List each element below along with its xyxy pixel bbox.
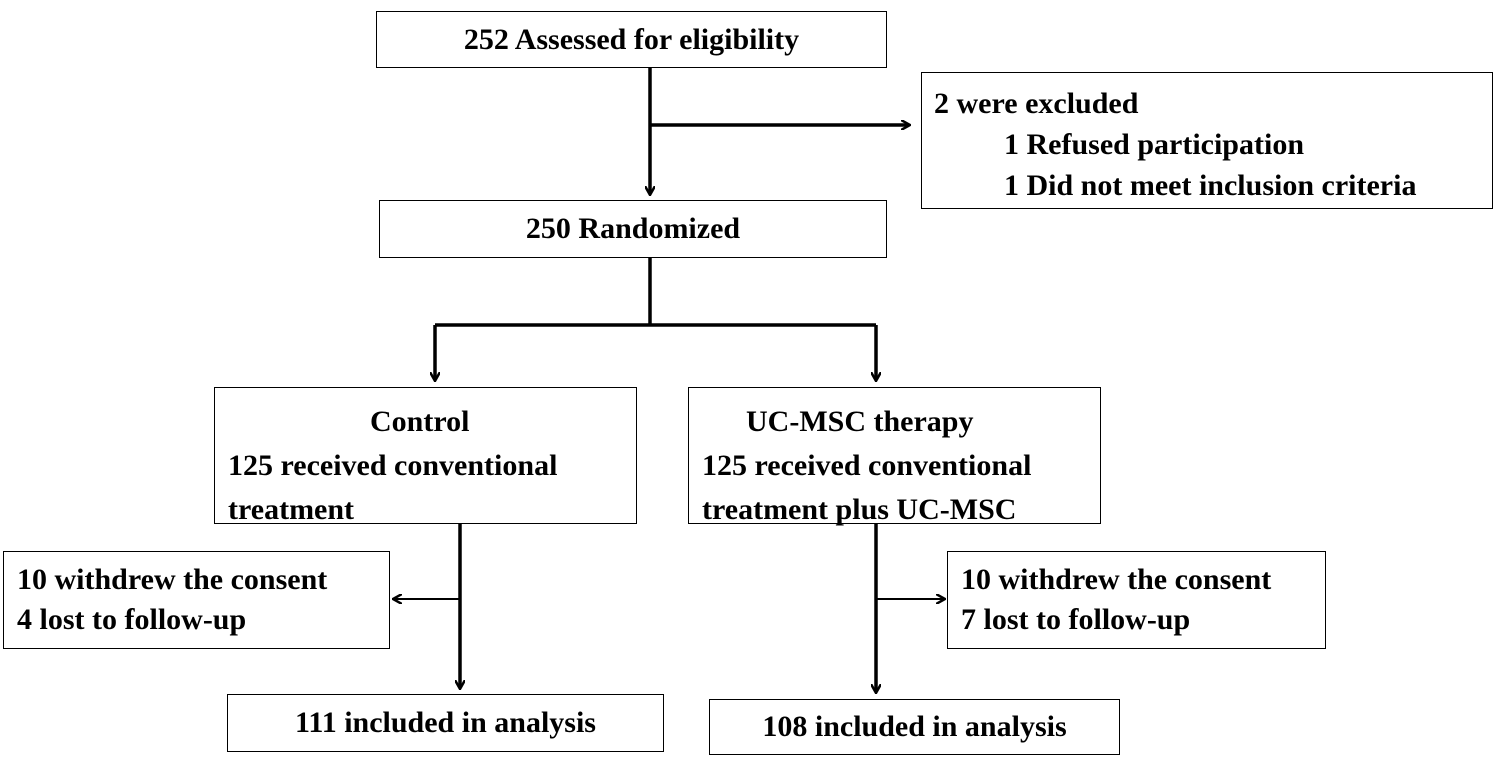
control-withdrew: 10 withdrew the consent bbox=[17, 563, 328, 596]
control-analysis-box: 111 included in analysis bbox=[227, 694, 664, 752]
control-title: Control bbox=[370, 405, 470, 438]
ucmsc-box: UC-MSC therapy 125 received conventional… bbox=[688, 387, 1101, 526]
ucmsc-analysis-box: 108 included in analysis bbox=[709, 699, 1120, 755]
assessed-box: 252 Assessed for eligibility bbox=[376, 11, 887, 68]
excluded-title: 2 were excluded bbox=[934, 87, 1139, 120]
control-dropout-box: 10 withdrew the consent 4 lost to follow… bbox=[3, 551, 390, 649]
ucmsc-detail-line2: treatment plus UC-MSC bbox=[702, 493, 1017, 526]
excluded-reason-refused: 1 Refused participation bbox=[1004, 128, 1304, 161]
randomized-label: 250 Randomized bbox=[525, 212, 741, 245]
control-lost: 4 lost to follow-up bbox=[17, 603, 247, 636]
excluded-box: 2 were excluded 1 Refused participation … bbox=[921, 72, 1493, 209]
ucmsc-lost: 7 lost to follow-up bbox=[961, 603, 1191, 636]
assessed-label: 252 Assessed for eligibility bbox=[463, 23, 800, 56]
ucmsc-analysis-label: 108 included in analysis bbox=[762, 710, 1067, 743]
control-analysis-label: 111 included in analysis bbox=[295, 706, 596, 739]
randomized-box: 250 Randomized bbox=[379, 200, 887, 258]
excluded-reason-criteria: 1 Did not meet inclusion criteria bbox=[1004, 169, 1417, 202]
ucmsc-title: UC-MSC therapy bbox=[746, 405, 974, 438]
ucmsc-detail-line1: 125 received conventional bbox=[702, 449, 1032, 482]
control-box: Control 125 received conventional treatm… bbox=[214, 387, 637, 526]
control-detail-line2: treatment bbox=[228, 493, 355, 526]
ucmsc-withdrew: 10 withdrew the consent bbox=[961, 563, 1272, 596]
control-detail-line1: 125 received conventional bbox=[228, 449, 558, 482]
ucmsc-dropout-box: 10 withdrew the consent 7 lost to follow… bbox=[947, 551, 1326, 649]
